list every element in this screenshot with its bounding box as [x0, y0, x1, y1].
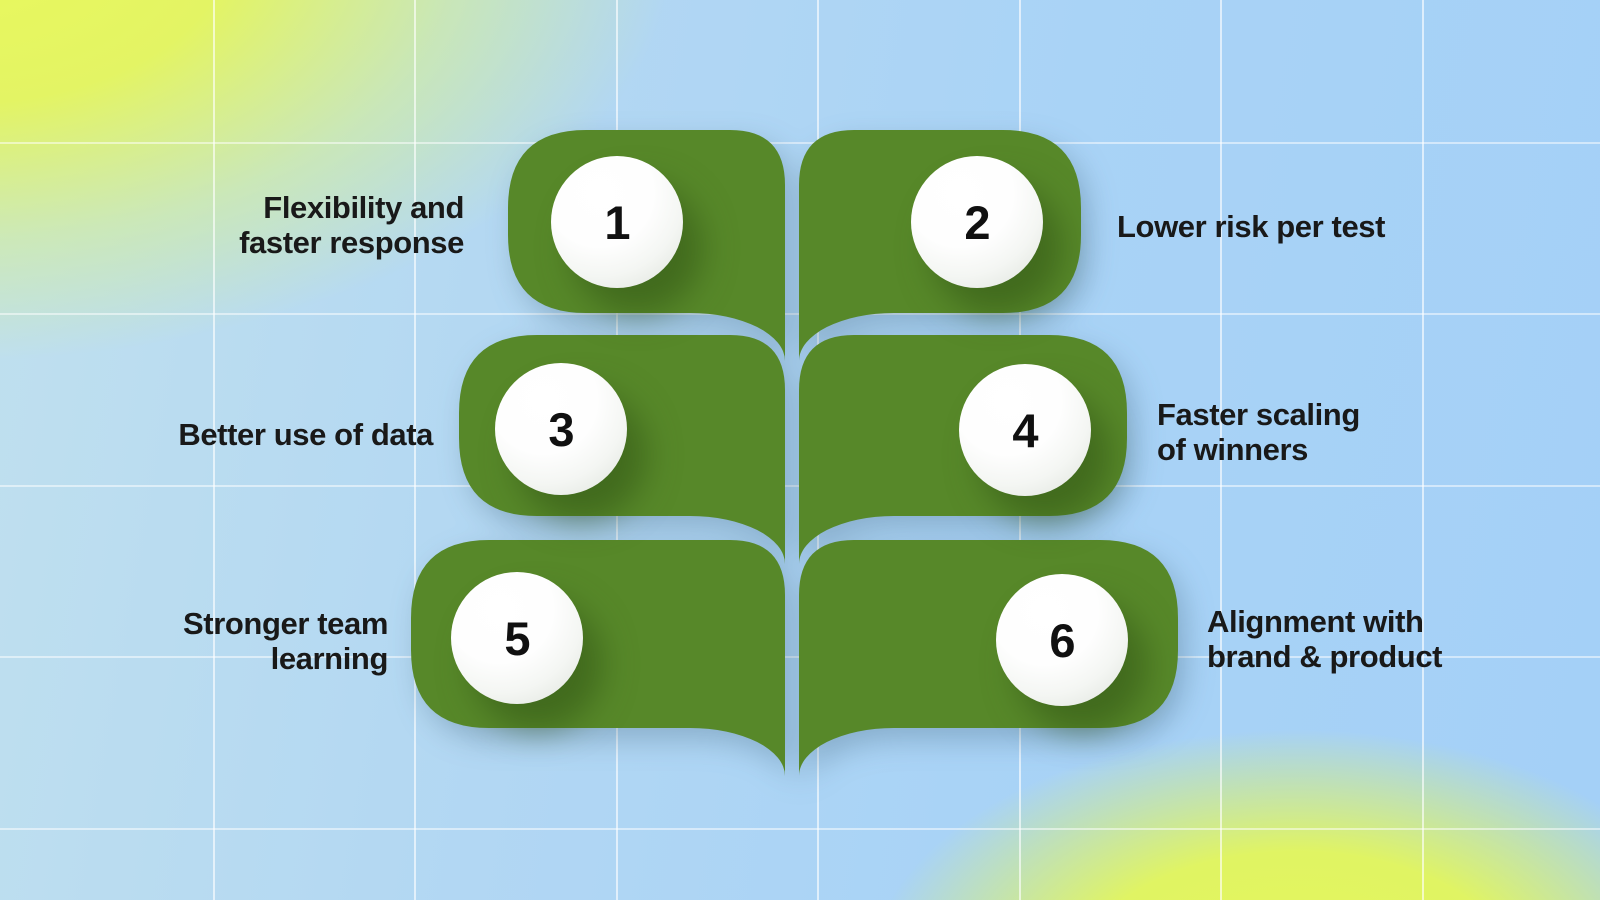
- label-better-use-of-data: Better use of data: [178, 417, 433, 452]
- step-circle-5: 5: [451, 572, 583, 704]
- step-number-6: 6: [1049, 613, 1075, 667]
- label-flexibility-and-faster-response: Flexibility and faster response: [239, 190, 464, 260]
- grid-line-horizontal: [0, 828, 1600, 830]
- grid-line-vertical: [1422, 0, 1424, 900]
- grid-line-vertical: [414, 0, 416, 900]
- step-number-5: 5: [504, 611, 530, 665]
- step-number-1: 1: [604, 195, 630, 249]
- grid-line-horizontal: [0, 142, 1600, 144]
- step-circle-1: 1: [551, 156, 683, 288]
- step-circle-3: 3: [495, 363, 627, 495]
- grid-line-vertical: [1220, 0, 1222, 900]
- label-stronger-team-learning: Stronger team learning: [183, 606, 388, 676]
- label-alignment-with-brand-product: Alignment with brand & product: [1207, 604, 1443, 674]
- step-number-4: 4: [1012, 403, 1038, 457]
- label-faster-scaling-of-winners: Faster scaling of winners: [1157, 397, 1360, 467]
- label-lower-risk-per-test: Lower risk per test: [1117, 209, 1386, 244]
- step-number-2: 2: [964, 195, 990, 249]
- step-circle-4: 4: [959, 364, 1091, 496]
- step-number-3: 3: [548, 402, 574, 456]
- grid-line-vertical: [213, 0, 215, 900]
- step-circle-6: 6: [996, 574, 1128, 706]
- step-circle-2: 2: [911, 156, 1043, 288]
